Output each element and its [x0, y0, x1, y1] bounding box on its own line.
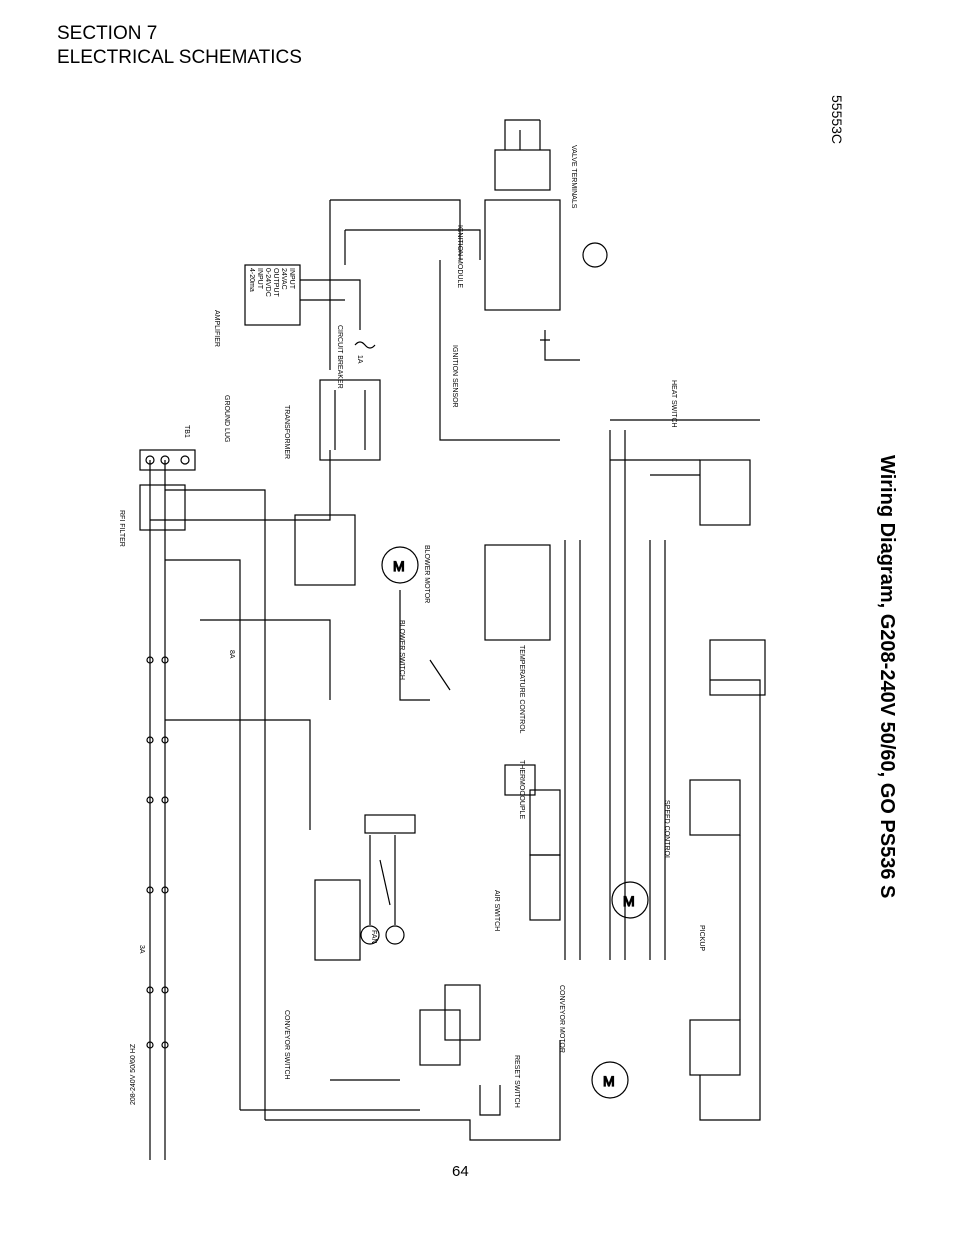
- svg-text:M: M: [623, 893, 635, 909]
- breaker-1a-label: 1A: [356, 355, 363, 364]
- ignition-sensor: [540, 330, 580, 361]
- component-labels: 208-240V 50/60 HZ AMPLIFIER 4-20ma INPUT…: [118, 145, 705, 1108]
- blower-switch-lines: [399, 590, 451, 701]
- fan-circle-2: [385, 925, 405, 945]
- relay-bottom-box: [419, 1009, 461, 1066]
- reset-switch-symbol: [479, 1085, 501, 1116]
- valve-terminal-block: [494, 149, 551, 191]
- speed-control-bottom: [689, 1019, 741, 1076]
- transformer-2-box: [314, 879, 361, 961]
- page-number: 64: [452, 1163, 469, 1180]
- valve-terminals-label: VALVE TERMINALS: [570, 145, 577, 209]
- amp-terminal-3: OUTPUT: [272, 268, 279, 298]
- circuit-breaker-label: CIRCUIT BREAKER: [336, 325, 343, 389]
- heat-switch-label: HEAT SWITCH: [670, 380, 677, 428]
- top-wiring: [329, 199, 560, 441]
- gas-valve-circle: [582, 242, 608, 268]
- right-column-wiring: [699, 679, 761, 1121]
- connector-right-block: [709, 639, 766, 696]
- amp-terminal-4: 24VAC: [280, 268, 287, 290]
- tb1-label: TB1: [183, 425, 190, 438]
- section-title: ELECTRICAL SCHEMATICS: [57, 47, 302, 68]
- relay-k1-box: [699, 459, 751, 526]
- ignition-module-label: IGNITION MODULE: [456, 225, 463, 288]
- ignition-sensor-label: IGNITION SENSOR: [451, 345, 458, 408]
- amp-terminal-2: 0-24VDC: [264, 268, 271, 297]
- amp-terminal-0: 4-20ma: [248, 268, 255, 292]
- transformer-label: TRANSFORMER: [283, 405, 290, 459]
- motor-contactor-box: [294, 514, 356, 586]
- speed-control-top: [689, 779, 741, 836]
- door-switch-contacts: [146, 656, 169, 1049]
- fan-circle-1: [360, 925, 380, 945]
- section-number: SECTION 7: [57, 23, 158, 44]
- thermocouple-box-2: [529, 854, 561, 921]
- ground-lug-label: GROUND LUG: [223, 395, 230, 442]
- temperature-control-label: TEMPERATURE CONTROL: [518, 645, 525, 734]
- amplifier-label: AMPLIFIER: [213, 310, 220, 347]
- conveyor-motor-label: CONVEYOR MOTOR: [558, 985, 565, 1053]
- ignition-module-box: [484, 199, 561, 311]
- amplifier-box: [244, 264, 301, 326]
- pickup-label: PICKUP: [698, 925, 705, 951]
- bottom-wiring: [240, 1040, 561, 1141]
- thermocouple-box: [529, 789, 561, 856]
- speed-control-label: SPEED CONTROL: [663, 800, 670, 860]
- tb1-terminal-block: [139, 449, 196, 471]
- conveyor-motor-1: [611, 881, 649, 919]
- breaker-3a-label: 3A: [138, 945, 145, 954]
- svg-text:M: M: [603, 1073, 615, 1089]
- power-in-lines: [149, 1130, 166, 1160]
- conveyor-switch-label: CONVEYOR SWITCH: [283, 1010, 290, 1080]
- power-bus-line: [149, 460, 166, 1130]
- svg-text:M: M: [393, 558, 405, 574]
- fan-label: FAN: [370, 930, 377, 944]
- cold-junction-box: [504, 764, 536, 796]
- blower-motor-circle: [381, 546, 419, 584]
- air-switch-box: [444, 984, 481, 1041]
- amp-terminal-1: INPUT: [256, 268, 263, 290]
- rfi-filter-label: RFI FILTER: [118, 510, 125, 547]
- distribution-wires: [150, 450, 331, 1120]
- blower-motor-label: BLOWER MOTOR: [423, 545, 430, 603]
- power-label: 208-240V 50/60 HZ: [130, 1043, 137, 1105]
- section-header: SECTION 7 ELECTRICAL SCHEMATICS: [57, 22, 302, 70]
- blower-switch-label: BLOWER SWITCH: [398, 620, 405, 680]
- conveyor-motor-2: [591, 1061, 629, 1099]
- temperature-control-box: [484, 544, 551, 641]
- reset-switch-label: RESET SWITCH: [513, 1055, 520, 1108]
- breaker-8a-label: 8A: [228, 650, 235, 659]
- breaker-1a-symbol: [354, 341, 376, 349]
- thermocouple-label: THERMOCOUPLE: [518, 760, 525, 819]
- amp-terminal-5: INPUT: [288, 268, 295, 290]
- transformer-box: [319, 379, 381, 461]
- air-switch-label: AIR SWITCH: [493, 890, 500, 931]
- terminal-block-mid: [364, 814, 416, 834]
- rfi-filter-box: [139, 484, 186, 531]
